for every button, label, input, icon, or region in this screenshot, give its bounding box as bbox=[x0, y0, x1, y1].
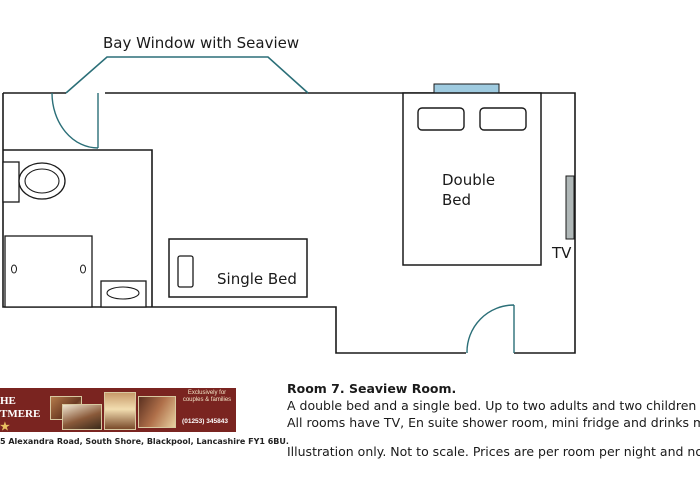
bay-window bbox=[65, 56, 309, 94]
hotel-name-line2: TMERE bbox=[0, 408, 41, 420]
star-icon: ★ bbox=[0, 421, 10, 432]
double-bed-label-line2: Bed bbox=[442, 191, 471, 209]
banner-photo-4 bbox=[138, 396, 176, 428]
shower-tap-left bbox=[11, 264, 17, 274]
hotel-name: HE TMERE ★ bbox=[0, 395, 40, 432]
hotel-banner: HE TMERE ★ Exclusively for couples & fam… bbox=[0, 388, 236, 432]
basin-bowl bbox=[106, 286, 140, 300]
room-description-line2: All rooms have TV, En suite shower room,… bbox=[287, 415, 700, 430]
double-bed-pillow-left bbox=[417, 107, 465, 131]
toilet-seat bbox=[24, 168, 60, 194]
headboard bbox=[433, 83, 500, 94]
banner-photo-2 bbox=[62, 404, 102, 430]
top-door-swing bbox=[51, 92, 99, 149]
single-bed-pillow bbox=[177, 255, 194, 288]
shower-tap-right bbox=[80, 264, 86, 274]
room-description-line1: A double bed and a single bed. Up to two… bbox=[287, 398, 697, 413]
ensuite-wall bbox=[3, 149, 153, 307]
floor-plan: Single Bed Double Bed TV Bay Window with… bbox=[2, 34, 576, 354]
double-bed-pillow-right bbox=[479, 107, 527, 131]
double-bed-label-line1: Double bbox=[442, 171, 495, 189]
room-title: Room 7. Seaview Room. bbox=[287, 381, 457, 396]
spacer bbox=[287, 431, 700, 443]
banner-photo-3 bbox=[104, 392, 136, 430]
bottom-door-swing bbox=[466, 304, 515, 354]
hotel-address: 5 Alexandra Road, South Shore, Blackpool… bbox=[0, 437, 289, 446]
banner-tagline: Exclusively for couples & families bbox=[182, 390, 232, 403]
room-info: Room 7. Seaview Room. A double bed and a… bbox=[287, 380, 700, 460]
banner-phone: (01253) 345843 bbox=[182, 418, 228, 425]
single-bed-label: Single Bed bbox=[217, 270, 297, 288]
tv bbox=[565, 175, 575, 240]
outer-wall bbox=[2, 92, 576, 354]
toilet-cistern bbox=[2, 161, 20, 203]
hotel-name-line1: HE bbox=[0, 395, 16, 407]
bay-window-label: Bay Window with Seaview bbox=[103, 34, 299, 52]
tv-label: TV bbox=[551, 244, 572, 262]
single-bed bbox=[168, 238, 308, 298]
shower-tray bbox=[4, 235, 93, 308]
room-disclaimer: Illustration only. Not to scale. Prices … bbox=[287, 444, 700, 459]
